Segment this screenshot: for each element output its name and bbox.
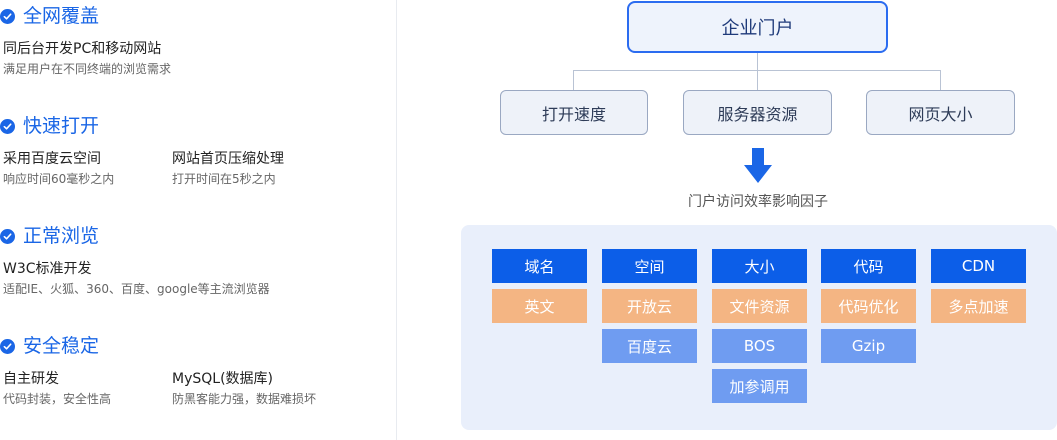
feature-item-title: 采用百度云空间 (3, 151, 101, 167)
child-node-open-speed: 打开速度 (500, 90, 648, 135)
factor-cell: 代码优化 (821, 289, 916, 323)
section-title: 全网覆盖 (23, 5, 100, 27)
factor-cell: 英文 (492, 289, 587, 323)
section-header: 快速打开 (0, 113, 390, 139)
factor-label: 门户访问效率影响因子 (688, 194, 828, 210)
check-circle-icon (0, 118, 15, 134)
section-header: 安全稳定 (0, 333, 390, 359)
column-head: 域名 (492, 249, 587, 283)
feature-item-desc: 打开时间在5秒之内 (172, 172, 276, 186)
child-node-server-resources: 服务器资源 (683, 90, 832, 135)
arrow-down-icon (744, 148, 772, 183)
feature-section-speed: 快速打开 采用百度云空间 响应时间60毫秒之内 网站首页压缩处理 打开时间在5秒… (0, 113, 390, 186)
connector-line (573, 70, 574, 90)
column-head: 大小 (712, 249, 807, 283)
feature-list: 全网覆盖 同后台开发PC和移动网站 满足用户在不同终端的浏览需求 快速打开 采用… (0, 0, 396, 440)
feature-item-title: 同后台开发PC和移动网站 (3, 41, 162, 57)
factor-cell: BOS (712, 329, 807, 363)
feature-section-browsing: 正常浏览 W3C标准开发 适配IE、火狐、360、百度、google等主流浏览器 (0, 223, 390, 296)
feature-item-desc: 适配IE、火狐、360、百度、google等主流浏览器 (3, 282, 270, 296)
root-node-portal: 企业门户 (627, 1, 888, 53)
section-title: 快速打开 (23, 115, 100, 137)
factor-cell: 加参调用 (712, 369, 807, 403)
feature-item: 自主研发 代码封装，安全性高 (3, 369, 173, 408)
feature-item-title: 自主研发 (3, 371, 59, 387)
check-circle-icon (0, 228, 15, 244)
column-head: 代码 (821, 249, 916, 283)
feature-item: W3C标准开发 适配IE、火狐、360、百度、google等主流浏览器 (3, 259, 270, 298)
factor-cell: 百度云 (602, 329, 697, 363)
vertical-divider (396, 0, 397, 440)
factor-cell: 多点加速 (931, 289, 1026, 323)
feature-item: 采用百度云空间 响应时间60毫秒之内 (3, 149, 173, 188)
column-head: CDN (931, 249, 1026, 283)
feature-item: MySQL(数据库) 防黑客能力强，数据难损坏 (172, 369, 342, 408)
check-circle-icon (0, 8, 15, 24)
feature-section-security: 安全稳定 自主研发 代码封装，安全性高 MySQL(数据库) 防黑客能力强，数据… (0, 333, 390, 406)
feature-item-title: MySQL(数据库) (172, 371, 273, 387)
section-title: 正常浏览 (23, 225, 100, 247)
feature-section-coverage: 全网覆盖 同后台开发PC和移动网站 满足用户在不同终端的浏览需求 (0, 3, 390, 76)
feature-item-desc: 响应时间60毫秒之内 (3, 172, 115, 186)
column-head: 空间 (602, 249, 697, 283)
feature-item-title: 网站首页压缩处理 (172, 151, 284, 167)
feature-item-desc: 防黑客能力强，数据难损坏 (172, 392, 317, 406)
child-node-page-size: 网页大小 (866, 90, 1015, 135)
connector-line (757, 53, 758, 70)
section-header: 正常浏览 (0, 223, 390, 249)
feature-item-desc: 满足用户在不同终端的浏览需求 (3, 62, 172, 76)
feature-item-desc: 代码封装，安全性高 (3, 392, 112, 406)
check-circle-icon (0, 338, 15, 354)
feature-item: 网站首页压缩处理 打开时间在5秒之内 (172, 149, 342, 188)
factor-cell: 文件资源 (712, 289, 807, 323)
factor-cell: 开放云 (602, 289, 697, 323)
section-header: 全网覆盖 (0, 3, 390, 29)
feature-item-title: W3C标准开发 (3, 261, 92, 277)
connector-line (757, 70, 758, 90)
factor-panel: 域名 英文 空间 开放云 百度云 大小 文件资源 BOS 加参调用 代码 代码优… (461, 225, 1057, 430)
factor-cell: Gzip (821, 329, 916, 363)
connector-line (940, 70, 941, 90)
feature-item: 同后台开发PC和移动网站 满足用户在不同终端的浏览需求 (3, 39, 173, 78)
section-title: 安全稳定 (23, 335, 100, 357)
